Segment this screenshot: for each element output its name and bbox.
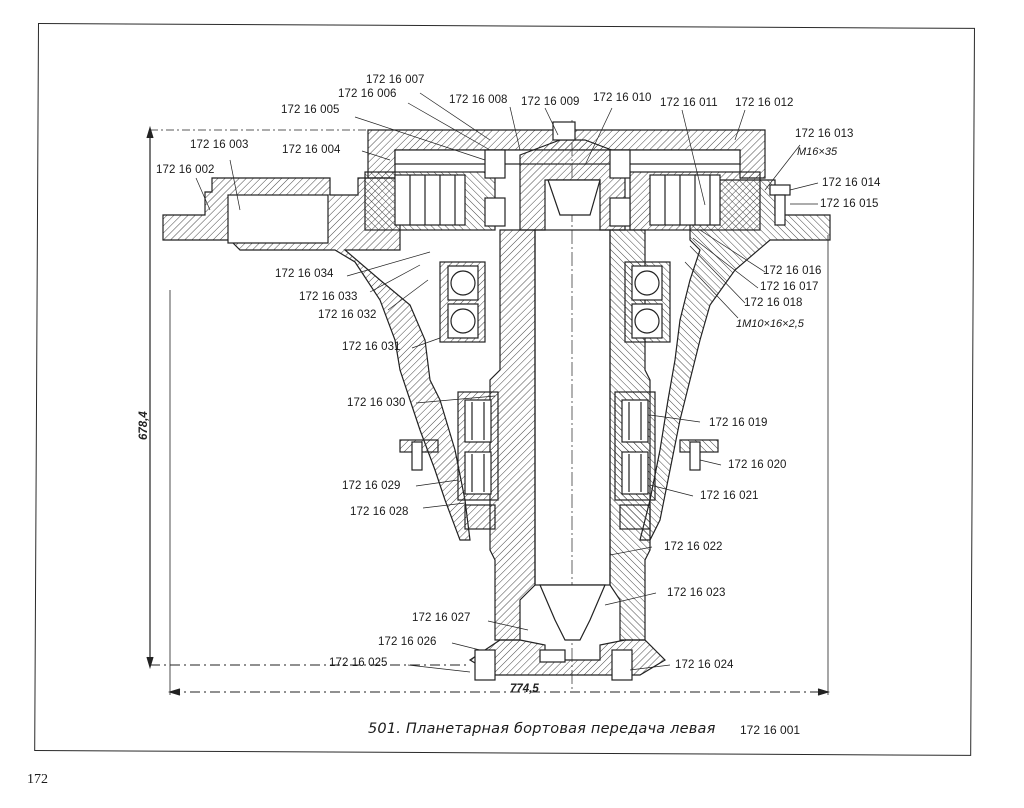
part-label: 172 16 027 (412, 612, 471, 624)
part-label: 172 16 010 (593, 92, 652, 104)
part-label: 172 16 005 (281, 104, 340, 116)
part-label: 172 16 012 (735, 97, 794, 109)
part-label: 172 16 016 (763, 265, 822, 277)
thread-spec-bolt: M16×35 (797, 146, 838, 158)
part-label: 172 16 008 (449, 94, 508, 106)
part-label: 172 16 034 (275, 268, 334, 280)
part-label: 172 16 017 (760, 281, 819, 293)
part-label: 172 16 031 (342, 341, 401, 353)
part-label: 172 16 006 (338, 88, 397, 100)
part-label: 172 16 007 (366, 74, 425, 86)
figure-caption: 501. Планетарная бортовая передача левая (368, 721, 716, 737)
part-label: 172 16 024 (675, 659, 734, 671)
part-label: 172 16 029 (342, 480, 401, 492)
leader-lines (195, 92, 819, 673)
part-label: 172 16 019 (709, 417, 768, 429)
part-label: 172 16 028 (350, 506, 409, 518)
part-label: 172 16 026 (378, 636, 437, 648)
part-label: 172 16 013 (795, 128, 854, 140)
part-label: 172 16 009 (521, 96, 580, 108)
part-label: 172 16 023 (667, 587, 726, 599)
part-label: 172 16 011 (660, 97, 718, 109)
part-label: 172 16 033 (299, 291, 358, 303)
part-label: 172 16 002 (156, 164, 215, 176)
thread-spec-stud: 1M10×16×2,5 (736, 318, 804, 330)
part-label: 172 16 014 (822, 177, 881, 189)
part-label: 172 16 015 (820, 198, 879, 210)
part-label: 172 16 022 (664, 541, 723, 553)
width-dimension-value: 774,5 (510, 683, 539, 695)
part-label: 172 16 032 (318, 309, 377, 321)
part-label: 172 16 003 (190, 139, 249, 151)
part-label: 172 16 030 (347, 397, 406, 409)
part-label: 172 16 018 (744, 297, 803, 309)
page-number: 172 (27, 772, 48, 787)
height-dimension-value: 678,4 (138, 411, 150, 440)
figure-code: 172 16 001 (740, 723, 801, 737)
part-label: 172 16 025 (329, 657, 388, 669)
part-label: 172 16 004 (282, 144, 341, 156)
part-label: 172 16 020 (728, 459, 787, 471)
part-label: 172 16 021 (700, 490, 759, 502)
